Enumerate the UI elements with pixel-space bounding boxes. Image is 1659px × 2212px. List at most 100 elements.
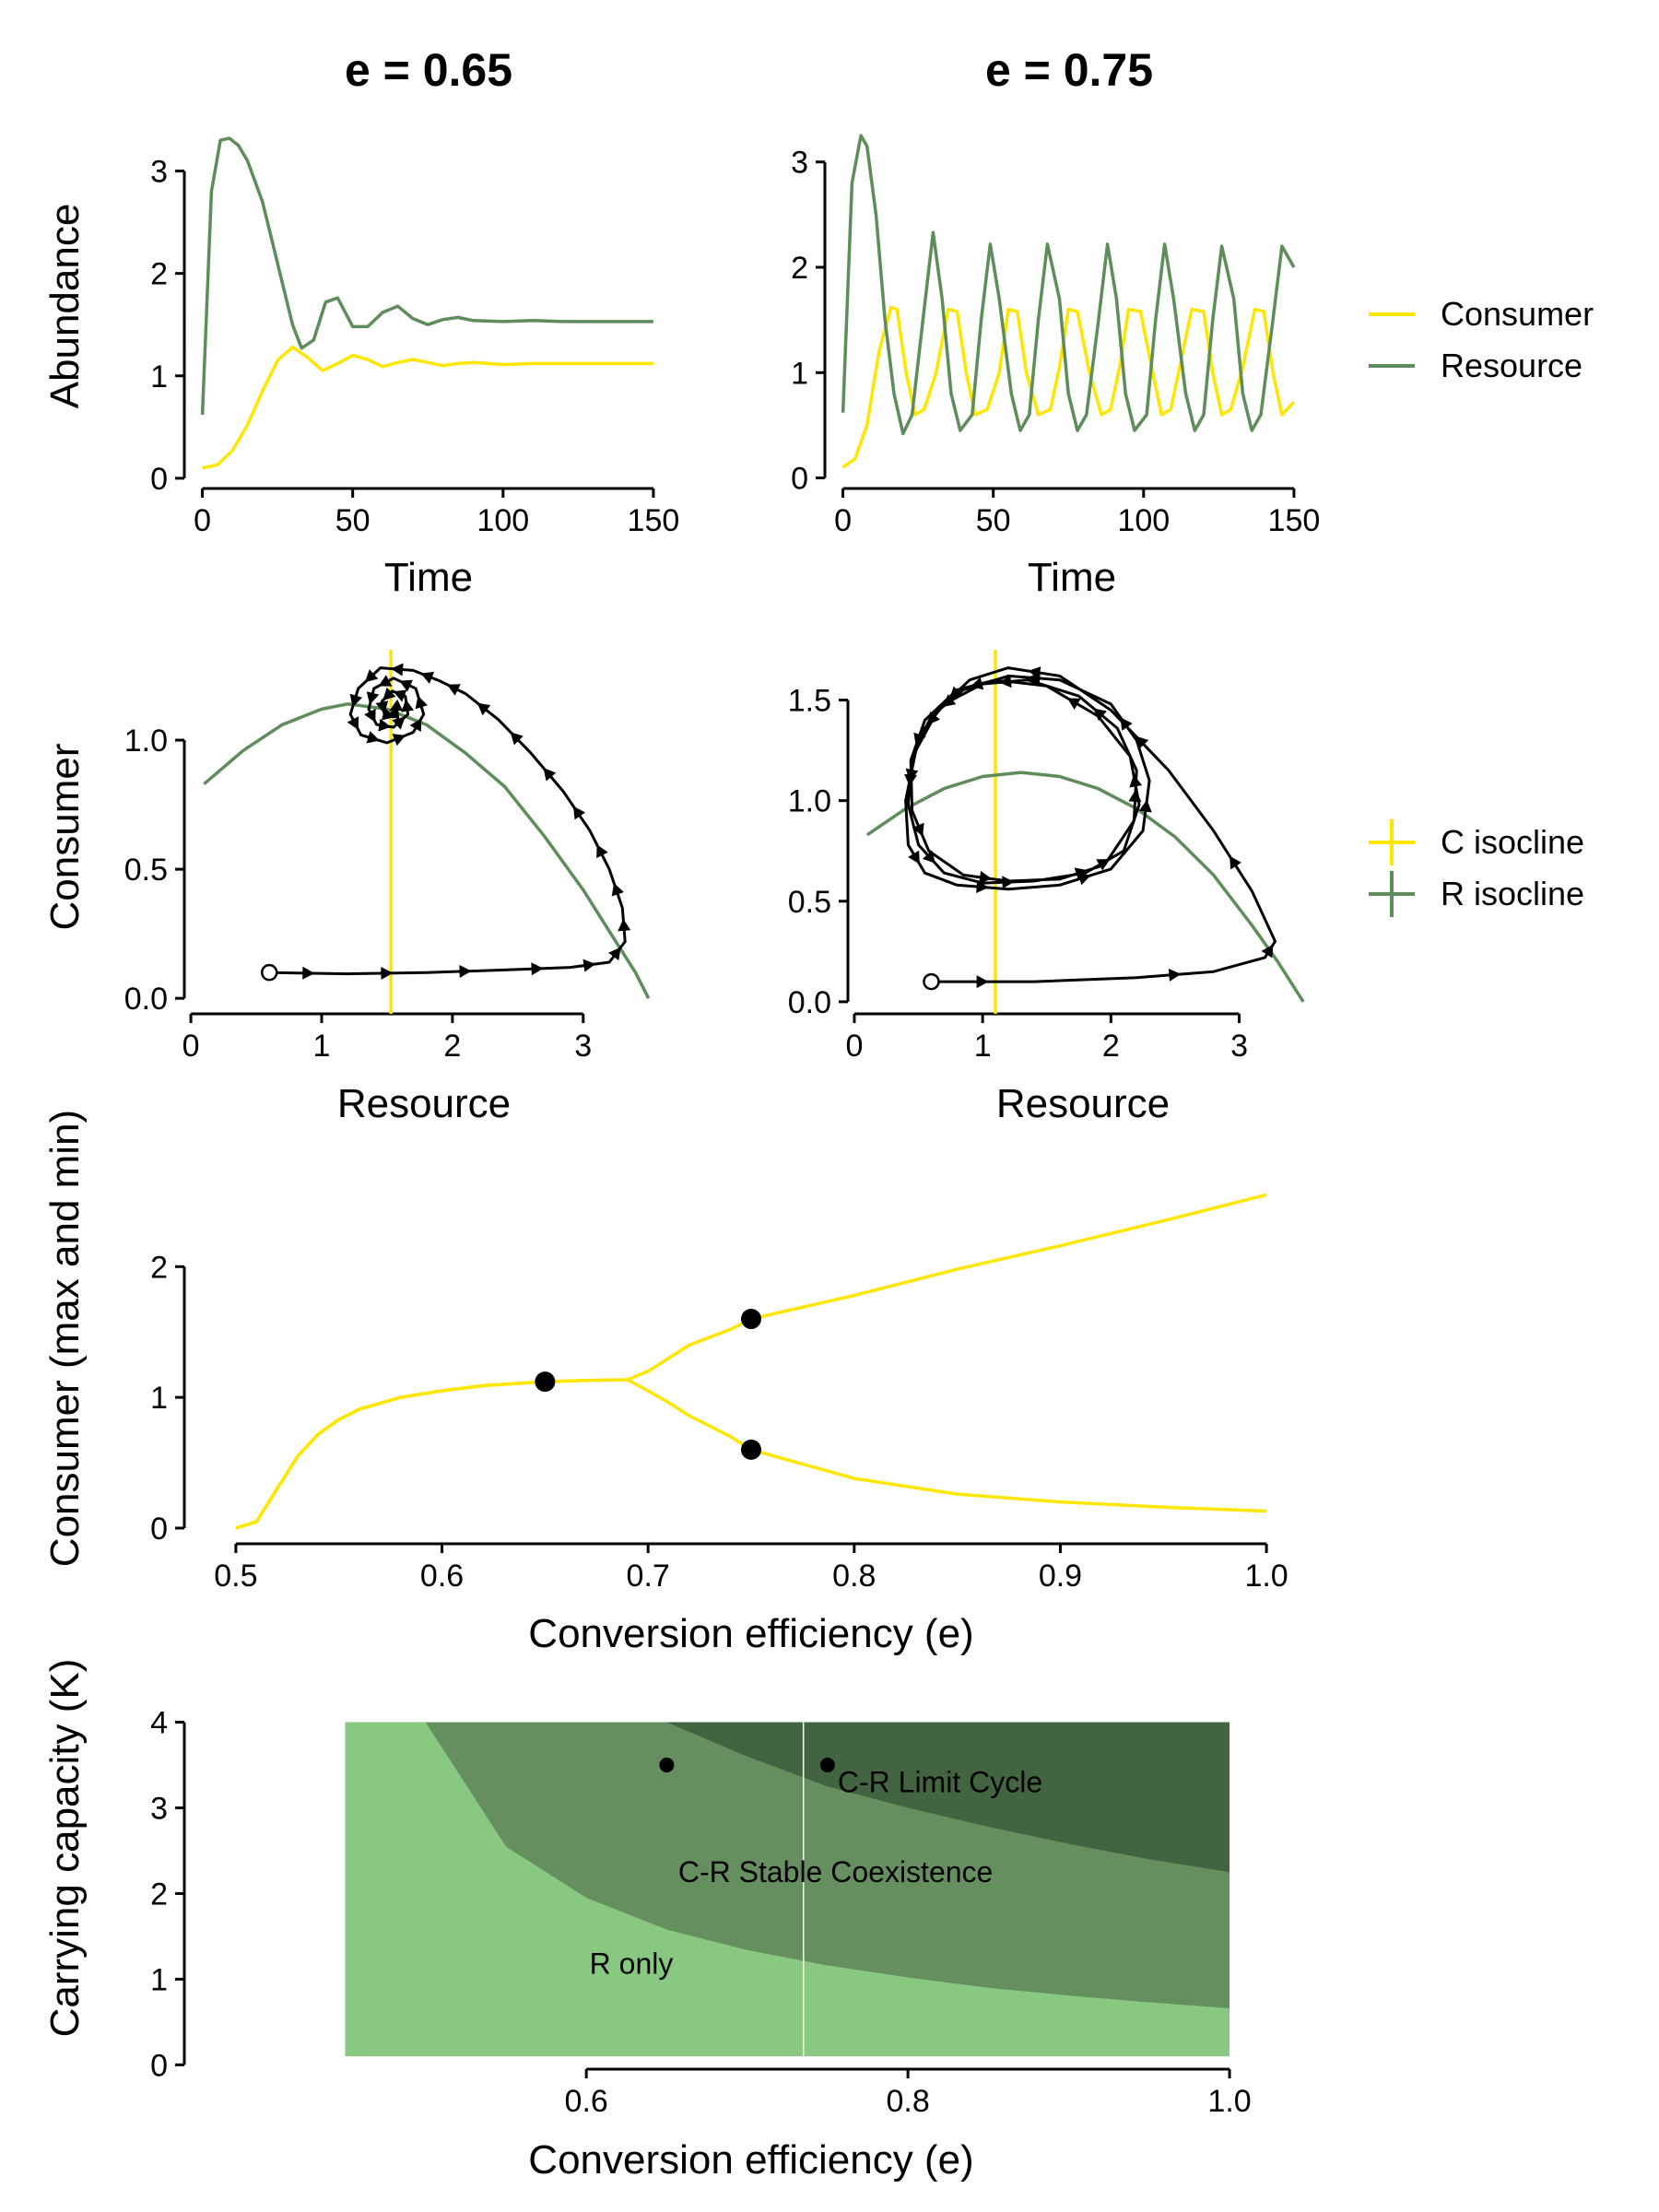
trajectory-arrow bbox=[608, 947, 621, 961]
region-limit-cycle bbox=[666, 1722, 1230, 1873]
trajectory-arrow bbox=[409, 718, 422, 732]
x-tick-label: 150 bbox=[628, 503, 680, 538]
trajectory-arrow bbox=[365, 669, 379, 683]
x-axis-label: Resource bbox=[996, 1081, 1170, 1126]
trajectory-arrow bbox=[510, 732, 524, 746]
trajectory-arrow bbox=[912, 822, 924, 837]
trajectory-arrow bbox=[1028, 672, 1041, 686]
trajectory-arrow bbox=[1135, 735, 1149, 749]
y-tick-label: 0 bbox=[791, 462, 808, 497]
trajectory-arrow bbox=[611, 882, 624, 897]
trajectory-arrow bbox=[1074, 867, 1088, 880]
trajectory-arrow bbox=[415, 695, 428, 710]
trajectory-arrow bbox=[573, 806, 586, 820]
y-tick-label: 0.5 bbox=[124, 853, 168, 888]
x-tick-label: 0.5 bbox=[214, 1559, 257, 1594]
y-tick-label: 1.5 bbox=[788, 684, 831, 719]
x-tick-label: 50 bbox=[976, 503, 1011, 538]
trajectory-arrow bbox=[596, 844, 608, 859]
x-tick-label: 1 bbox=[974, 1029, 992, 1064]
trajectory-arrow bbox=[1129, 774, 1143, 788]
x-tick-label: 3 bbox=[574, 1029, 592, 1064]
y-tick-label: 1.0 bbox=[124, 724, 168, 759]
trajectory-arrow bbox=[1002, 876, 1015, 889]
trajectory-arrow bbox=[970, 677, 984, 690]
y-axis-label: Consumer bbox=[42, 744, 88, 931]
trajectory-arrow bbox=[477, 702, 491, 716]
y-tick-label: 2 bbox=[150, 257, 168, 292]
trajectory-arrow bbox=[393, 689, 407, 702]
y-tick-label: 1 bbox=[150, 1381, 168, 1416]
y-tick-label: 1 bbox=[150, 359, 168, 394]
series-line-consumer bbox=[202, 345, 653, 470]
bifurcation-line bbox=[235, 1193, 1267, 1530]
x-tick-label: 100 bbox=[477, 503, 529, 538]
x-tick-label: 0.8 bbox=[832, 1559, 876, 1594]
series-line-resource bbox=[841, 134, 1296, 436]
trajectory-arrow bbox=[349, 693, 363, 708]
trajectory-arrow bbox=[378, 675, 393, 687]
y-tick-label: 0 bbox=[150, 1512, 168, 1547]
trajectory-arrow bbox=[1168, 968, 1182, 982]
y-tick-label: 4 bbox=[150, 1706, 168, 1741]
x-tick-label: 0.6 bbox=[565, 2084, 608, 2119]
y-tick-label: 0.5 bbox=[788, 885, 831, 920]
trajectory-line bbox=[269, 666, 627, 976]
x-tick-label: 1.0 bbox=[1207, 2084, 1251, 2119]
trajectory-arrow bbox=[401, 699, 415, 712]
trajectory-arrow bbox=[618, 918, 631, 932]
trajectory-arrow bbox=[922, 850, 935, 864]
start-point bbox=[260, 963, 278, 982]
trajectory-arrow bbox=[378, 718, 392, 732]
trajectory-arrow bbox=[942, 694, 957, 707]
x-axis-label: Conversion efficiency (e) bbox=[528, 2137, 973, 2183]
x-tick-label: 0 bbox=[194, 503, 211, 538]
trajectory-arrow bbox=[913, 732, 926, 747]
trajectory-arrow bbox=[447, 684, 461, 696]
y-tick-label: 3 bbox=[150, 1792, 168, 1827]
x-tick-label: 3 bbox=[1230, 1029, 1248, 1064]
highlight-point bbox=[819, 1758, 835, 1773]
y-axis-label: Abundance bbox=[42, 204, 88, 409]
y-tick-label: 1 bbox=[150, 1962, 168, 1997]
legend-series: Consumer Resource bbox=[1369, 295, 1594, 384]
trajectory-arrow bbox=[1128, 789, 1142, 803]
trajectory-arrow bbox=[420, 671, 435, 684]
x-tick-label: 0 bbox=[834, 503, 852, 538]
trajectory-arrow bbox=[908, 850, 920, 865]
x-tick-label: 0 bbox=[845, 1029, 863, 1064]
trajectory-arrow bbox=[389, 699, 404, 712]
y-tick-label: 0 bbox=[150, 2048, 168, 2083]
x-tick-label: 0 bbox=[182, 1029, 200, 1064]
trajectory-arrow bbox=[1261, 944, 1274, 959]
x-axis-label: Conversion efficiency (e) bbox=[528, 1611, 973, 1656]
x-tick-label: 0.7 bbox=[627, 1559, 670, 1594]
start-point bbox=[923, 972, 940, 991]
series-line-consumer bbox=[841, 305, 1296, 469]
trajectory-arrow bbox=[543, 768, 557, 782]
x-axis-label: Time bbox=[384, 555, 473, 600]
trajectory-arrow bbox=[381, 966, 394, 980]
bifurcation-line bbox=[235, 1378, 1267, 1530]
trajectory-arrow bbox=[1138, 799, 1152, 813]
y-tick-label: 0 bbox=[150, 462, 168, 497]
y-tick-label: 3 bbox=[150, 155, 168, 190]
y-tick-label: 2 bbox=[791, 251, 808, 286]
trajectory-arrow bbox=[531, 962, 544, 976]
y-axis-label: Consumer (max and min) bbox=[42, 1110, 88, 1567]
y-tick-label: 2 bbox=[150, 1250, 168, 1285]
panel-title: e = 0.65 bbox=[345, 44, 512, 96]
region-r-only bbox=[345, 1722, 1230, 2057]
trajectory-arrow bbox=[999, 675, 1012, 688]
y-tick-label: 1.0 bbox=[788, 784, 831, 819]
trajectory-arrow bbox=[366, 731, 380, 744]
region-label: C-R Limit Cycle bbox=[838, 1766, 1042, 1799]
trajectory-arrow bbox=[347, 716, 359, 731]
y-tick-label: 2 bbox=[150, 1877, 168, 1912]
